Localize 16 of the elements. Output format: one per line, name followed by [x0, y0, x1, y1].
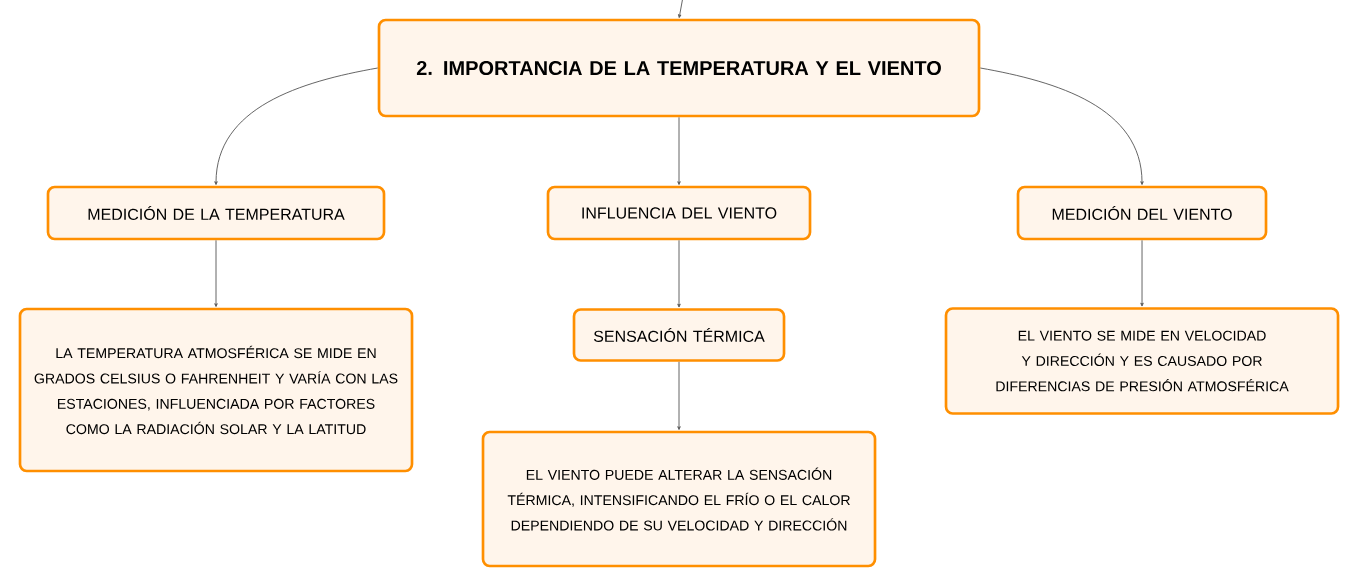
arrow	[678, 0, 684, 18]
arrow	[979, 67, 1144, 185]
topic-box: MEDICIÓN DEL VIENTO	[1016, 185, 1268, 241]
topic-box: INFLUENCIA DEL VIENTO	[546, 185, 812, 241]
topic-box: SENSACIÓN TÉRMICA	[572, 308, 786, 362]
arrow	[214, 67, 379, 185]
description-box: EL VIENTO PUEDE ALTERAR LA SENSACIÓN TÉRMICA, INTENSIFICANDO EL FRÍO O EL CALOR DEPENDIENDO DE SU VELOCIDAD Y DIRECCIÓN	[481, 430, 877, 568]
arrow	[677, 239, 681, 308]
title-box: 2. IMPORTANCIA DE LA TEMPERATURA Y EL VIENTO	[377, 18, 981, 118]
arrow	[677, 361, 681, 430]
arrow	[677, 116, 681, 185]
topic-box: MEDICIÓN DE LA TEMPERATURA	[46, 185, 386, 241]
description-box: LA TEMPERATURA ATMOSFÉRICA SE MIDE EN GRADOS CELSIUS O FAHRENHEIT Y VARÍA CON LAS ESTACIONES, INFLUENCIADA POR FACTORES COMO LA RADIACIÓN SOLAR Y LA LATITUD	[18, 307, 414, 473]
arrow	[1140, 239, 1144, 307]
description-box: EL VIENTO SE MIDE EN VELOCIDAD Y DIRECCIÓN Y ES CAUSADO POR DIFERENCIAS DE PRESIÓN ATMOSFÉRICA	[944, 307, 1340, 415]
arrow	[214, 239, 218, 307]
